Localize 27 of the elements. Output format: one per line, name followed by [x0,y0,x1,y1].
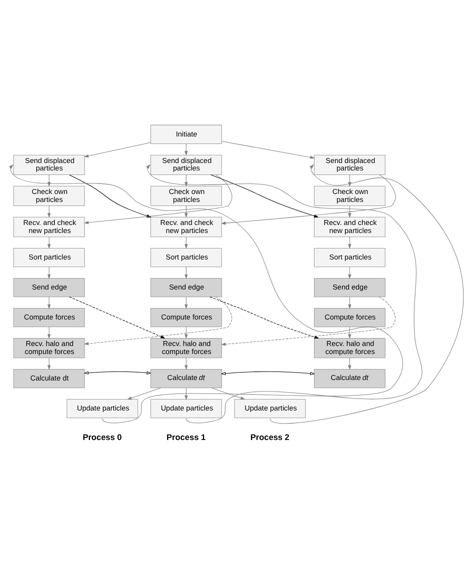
arrow [84,296,232,346]
arrow [84,142,151,158]
arrow [47,206,51,218]
arrow [8,164,404,424]
arrow [221,141,315,159]
label: Process 0 [82,433,122,442]
arrow [47,236,51,249]
arrow [212,388,246,400]
arrow [221,296,396,346]
label: Process 2 [250,433,290,442]
arrow [184,296,188,309]
arrow [47,326,51,339]
arrow [69,296,166,338]
arrow [210,296,320,339]
arrow [184,144,188,156]
arrow [84,371,152,374]
arrow [348,296,352,309]
arrow [47,296,51,309]
arrow [348,266,352,279]
arrow [220,371,315,376]
arrow [47,358,51,370]
arrow [210,174,319,218]
arrow [270,164,464,424]
label: Process 1 [166,433,206,442]
arrow [184,266,188,279]
arrow [127,388,161,400]
arrow [47,266,51,279]
